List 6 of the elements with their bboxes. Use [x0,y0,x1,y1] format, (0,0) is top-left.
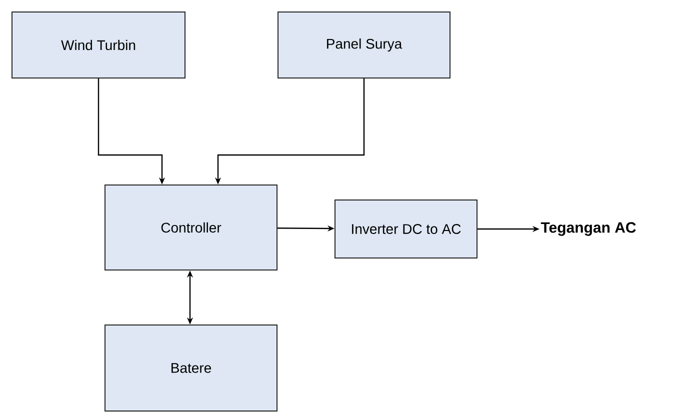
process-box: Inverter DC to AC [334,200,478,258]
process-box: Panel Surya [278,12,450,78]
process-box: Batere [104,324,278,412]
process-box: Controller [104,184,278,270]
process-box: Wind Turbin [12,12,186,78]
output-label: Tegangan AC [540,222,636,236]
